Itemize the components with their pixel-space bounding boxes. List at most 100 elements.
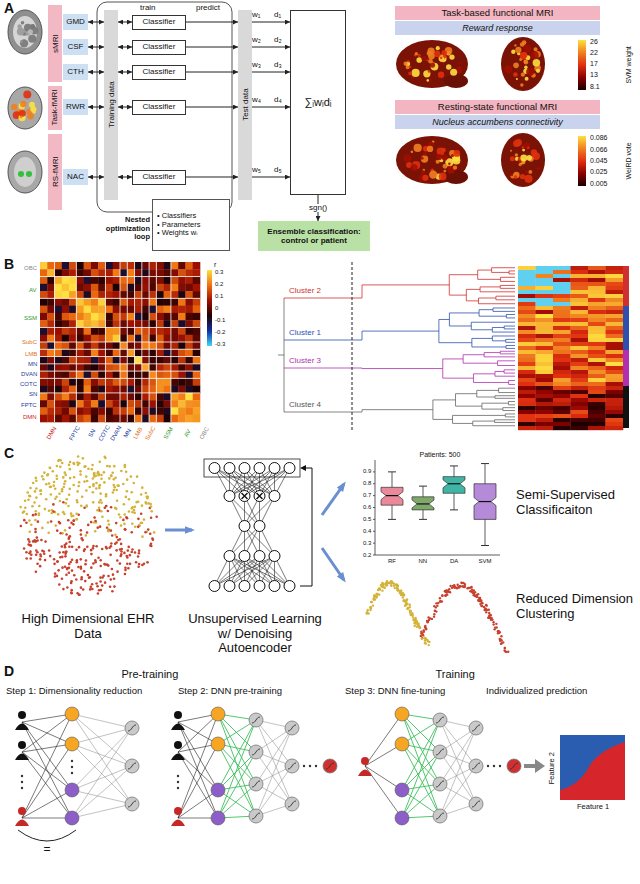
data-point (85, 505, 88, 508)
matrix-cell (164, 371, 172, 379)
dendrogram-branch (493, 307, 515, 308)
feature-cell (536, 266, 554, 270)
cluster-point (377, 589, 379, 591)
data-point (19, 506, 22, 509)
dendrogram-branch (504, 373, 515, 374)
matrix-cell (113, 371, 121, 379)
feature-cell (606, 370, 624, 374)
data-point (80, 567, 83, 570)
matrix-cell (84, 407, 92, 415)
matrix-cell (171, 277, 179, 285)
matrix-cell (69, 262, 77, 270)
feature-cell (571, 278, 589, 282)
matrix-cell (135, 277, 143, 285)
matrix-cell (135, 298, 143, 306)
feature-cell (606, 422, 624, 426)
dendrogram-branch (453, 415, 506, 416)
feature-cell (536, 422, 554, 426)
activation-blob (524, 175, 532, 183)
feature-cell (553, 306, 571, 310)
matrix-cell (178, 277, 186, 285)
module-line (40, 378, 200, 379)
data-point (91, 468, 94, 471)
module-line (120, 262, 121, 422)
ae-connection (245, 556, 290, 586)
matrix-cell (76, 284, 84, 292)
cluster-point (439, 600, 441, 602)
dendrogram-branch (362, 368, 443, 369)
data-point (48, 549, 51, 552)
feature-cell (518, 314, 536, 318)
matrix-cell (135, 306, 143, 314)
feature-cell (518, 394, 536, 398)
cluster-bar (623, 306, 629, 350)
matrix-cell (164, 298, 172, 306)
data-point (57, 459, 60, 462)
feature-cell (536, 366, 554, 370)
matrix-cell (69, 378, 77, 386)
data-point (99, 499, 102, 502)
data-point (116, 484, 119, 487)
activation-blob (417, 54, 420, 57)
matrix-cell (142, 364, 150, 372)
feature-cell (536, 382, 554, 386)
cluster-point (500, 635, 502, 637)
whisker-cap (481, 463, 489, 464)
feature-cell (571, 362, 589, 366)
matrix-cell (149, 378, 157, 386)
activation-blob (439, 56, 445, 62)
matrix-cell (185, 313, 193, 321)
activation-blob (520, 174, 525, 179)
data-point (95, 487, 98, 490)
feature-cell (518, 334, 536, 338)
cluster-point (492, 623, 494, 625)
matrix-cell (171, 320, 179, 328)
dendrogram-branch (506, 314, 515, 315)
data-point (45, 483, 48, 486)
matrix-cell (47, 327, 55, 335)
cluster-point (439, 597, 441, 599)
feature-cell (536, 358, 554, 362)
matrix-cell (98, 357, 106, 365)
data-point (103, 471, 106, 474)
matrix-cell (149, 262, 157, 270)
matrix-cell (84, 357, 92, 365)
dendrogram-branch (362, 285, 363, 298)
data-point (44, 559, 47, 562)
matrix-cell (84, 327, 92, 335)
data-point (79, 470, 82, 473)
data-point (25, 522, 28, 525)
activation-blob (523, 45, 531, 53)
data-point (40, 493, 43, 496)
module-line (40, 363, 200, 364)
feature-cell (553, 334, 571, 338)
matrix-cell (120, 407, 128, 415)
matrix-cell (98, 364, 106, 372)
activation-blob (436, 160, 440, 164)
dendrogram-branch (498, 360, 515, 361)
matrix-cell (84, 284, 92, 292)
module-line (149, 262, 150, 422)
matrix-cell (105, 284, 113, 292)
matrix-cell (47, 386, 55, 394)
feature-cell (536, 374, 554, 378)
matrix-cell (55, 277, 63, 285)
activation-blob (19, 110, 26, 117)
feature-cell (518, 294, 536, 298)
matrix-cell (156, 415, 164, 423)
tick (373, 471, 375, 472)
dendrogram-branch (500, 285, 515, 286)
activation-blob (443, 170, 446, 173)
feature-cell (536, 354, 554, 358)
matrix-cell (120, 371, 128, 379)
matrix-cell (98, 262, 106, 270)
cluster-point (424, 642, 426, 644)
data-point (100, 474, 103, 477)
activation-blob (406, 65, 410, 69)
ae-unit (224, 491, 235, 502)
matrix-cell (135, 262, 143, 270)
activation-blob (426, 59, 428, 61)
ae-connection (230, 556, 275, 586)
feature-cell (518, 282, 536, 286)
feature-cell (536, 270, 554, 274)
